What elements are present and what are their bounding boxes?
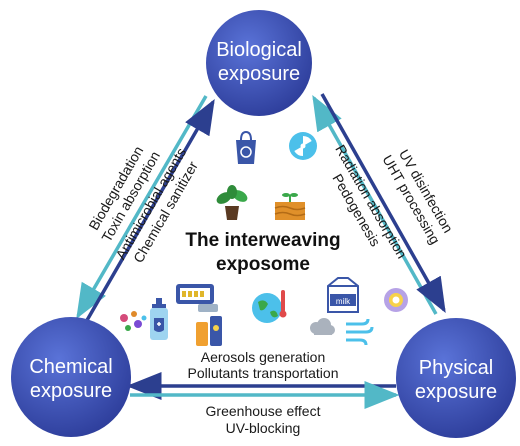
node-physical-line1: Physical: [419, 357, 493, 379]
milk-carton-icon: milk: [327, 277, 359, 313]
arrow-bio-to-phys: [320, 93, 446, 314]
battery-icon: [198, 304, 218, 312]
node-biological-line2: exposure: [218, 63, 300, 85]
edge-label-aerosols-generation: Aerosols generation: [201, 349, 326, 365]
sunscreen-icon: [196, 316, 222, 346]
node-physical: Physical exposure: [396, 318, 516, 438]
milk-carton-label: milk: [336, 297, 351, 306]
globe-thermometer-icon: [252, 290, 287, 323]
node-chemical-line1: Chemical: [29, 356, 112, 378]
potted-plant-icon: [216, 185, 248, 220]
arrow-bio-to-chem: [76, 95, 208, 320]
edge-label-greenhouse-effect: Greenhouse effect: [206, 403, 321, 419]
node-chemical-line2: exposure: [30, 380, 112, 402]
arrow-phys-to-bio: [312, 94, 438, 315]
radiation-icon: [289, 132, 317, 160]
arrow-chem-to-bio: [84, 98, 215, 323]
edge-label-pollutants-transportation: Pollutants transportation: [188, 365, 339, 381]
center-title-line1: The interweaving: [185, 230, 340, 251]
wind-icon: [346, 318, 374, 346]
node-biological-line1: Biological: [216, 39, 302, 61]
node-biological: Biological exposure: [206, 10, 312, 116]
center-title-line2: exposome: [216, 254, 310, 275]
bacteria-cluster-icon: [120, 311, 147, 331]
recycle-bag-icon: [236, 130, 256, 164]
medicine-pack-icon: [176, 284, 214, 304]
edge-label-uv-blocking: UV-blocking: [226, 420, 301, 436]
node-physical-line2: exposure: [415, 381, 497, 403]
node-chemical: Chemical exposure: [11, 317, 131, 437]
sun-icon: [384, 288, 408, 312]
soil-sprout-icon: [274, 193, 306, 220]
cloud-icon: [310, 318, 335, 335]
sanitizer-bottle-icon: [150, 298, 168, 340]
